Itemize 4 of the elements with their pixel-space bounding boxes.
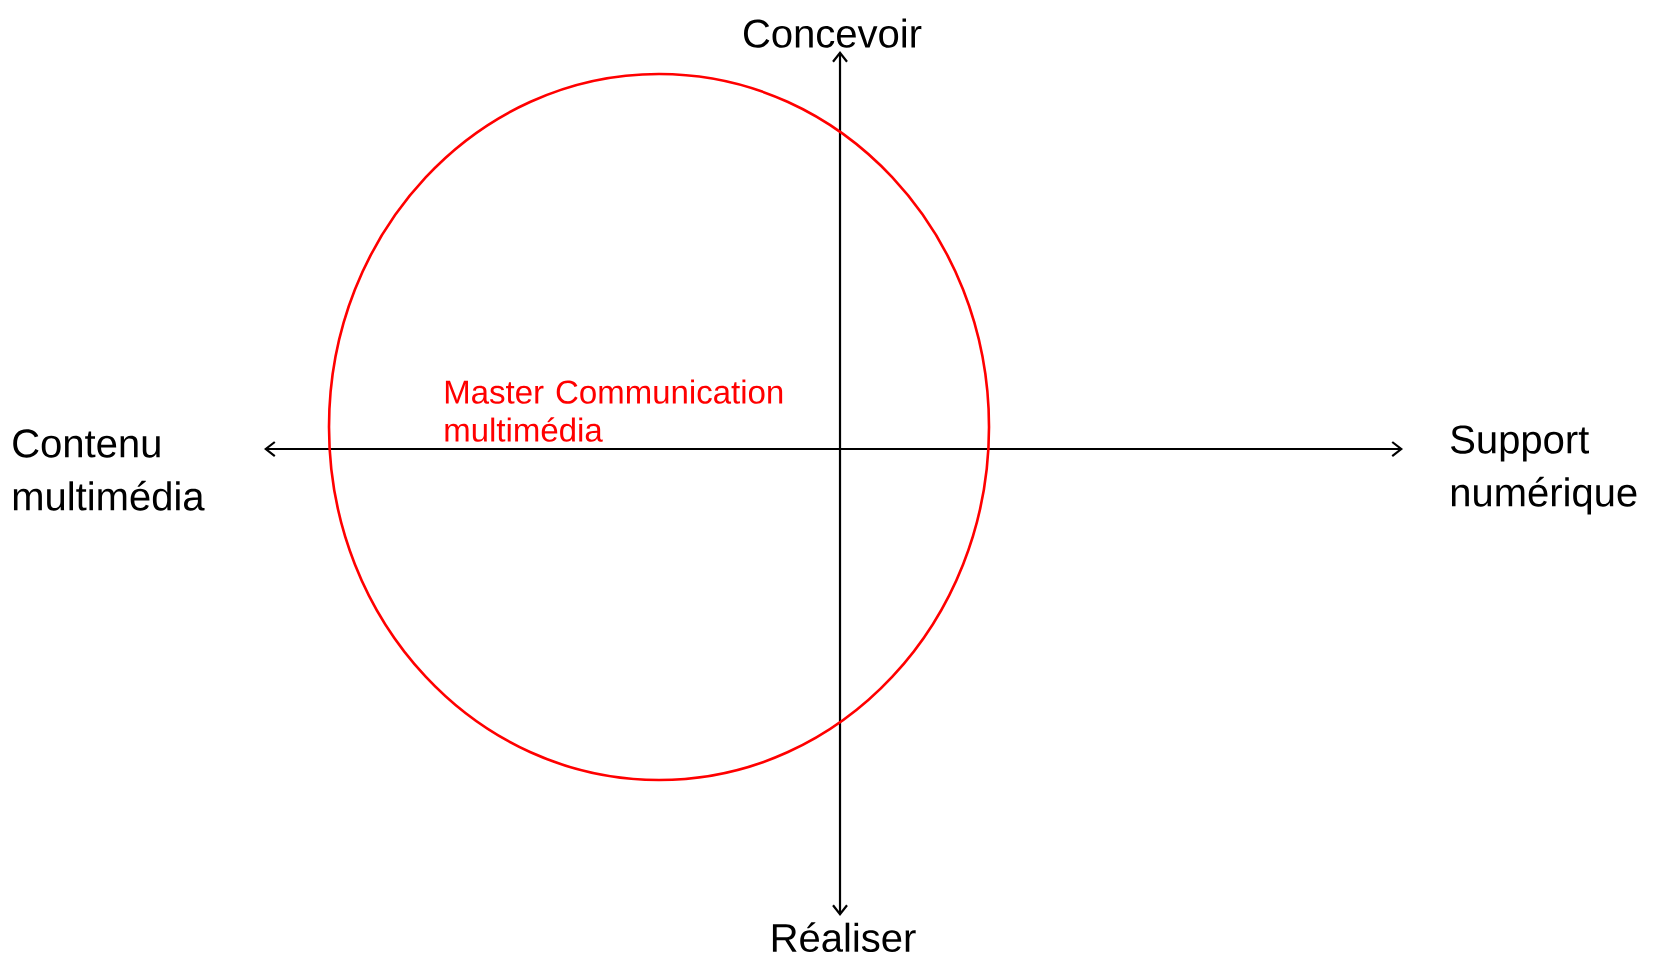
axis-label: Contenu multimédia [13,429,205,511]
axis-label: Réaliser [772,922,916,953]
circle-node: Master Communication multimédia [327,72,991,782]
axis-label: Support numérique [1451,425,1637,515]
